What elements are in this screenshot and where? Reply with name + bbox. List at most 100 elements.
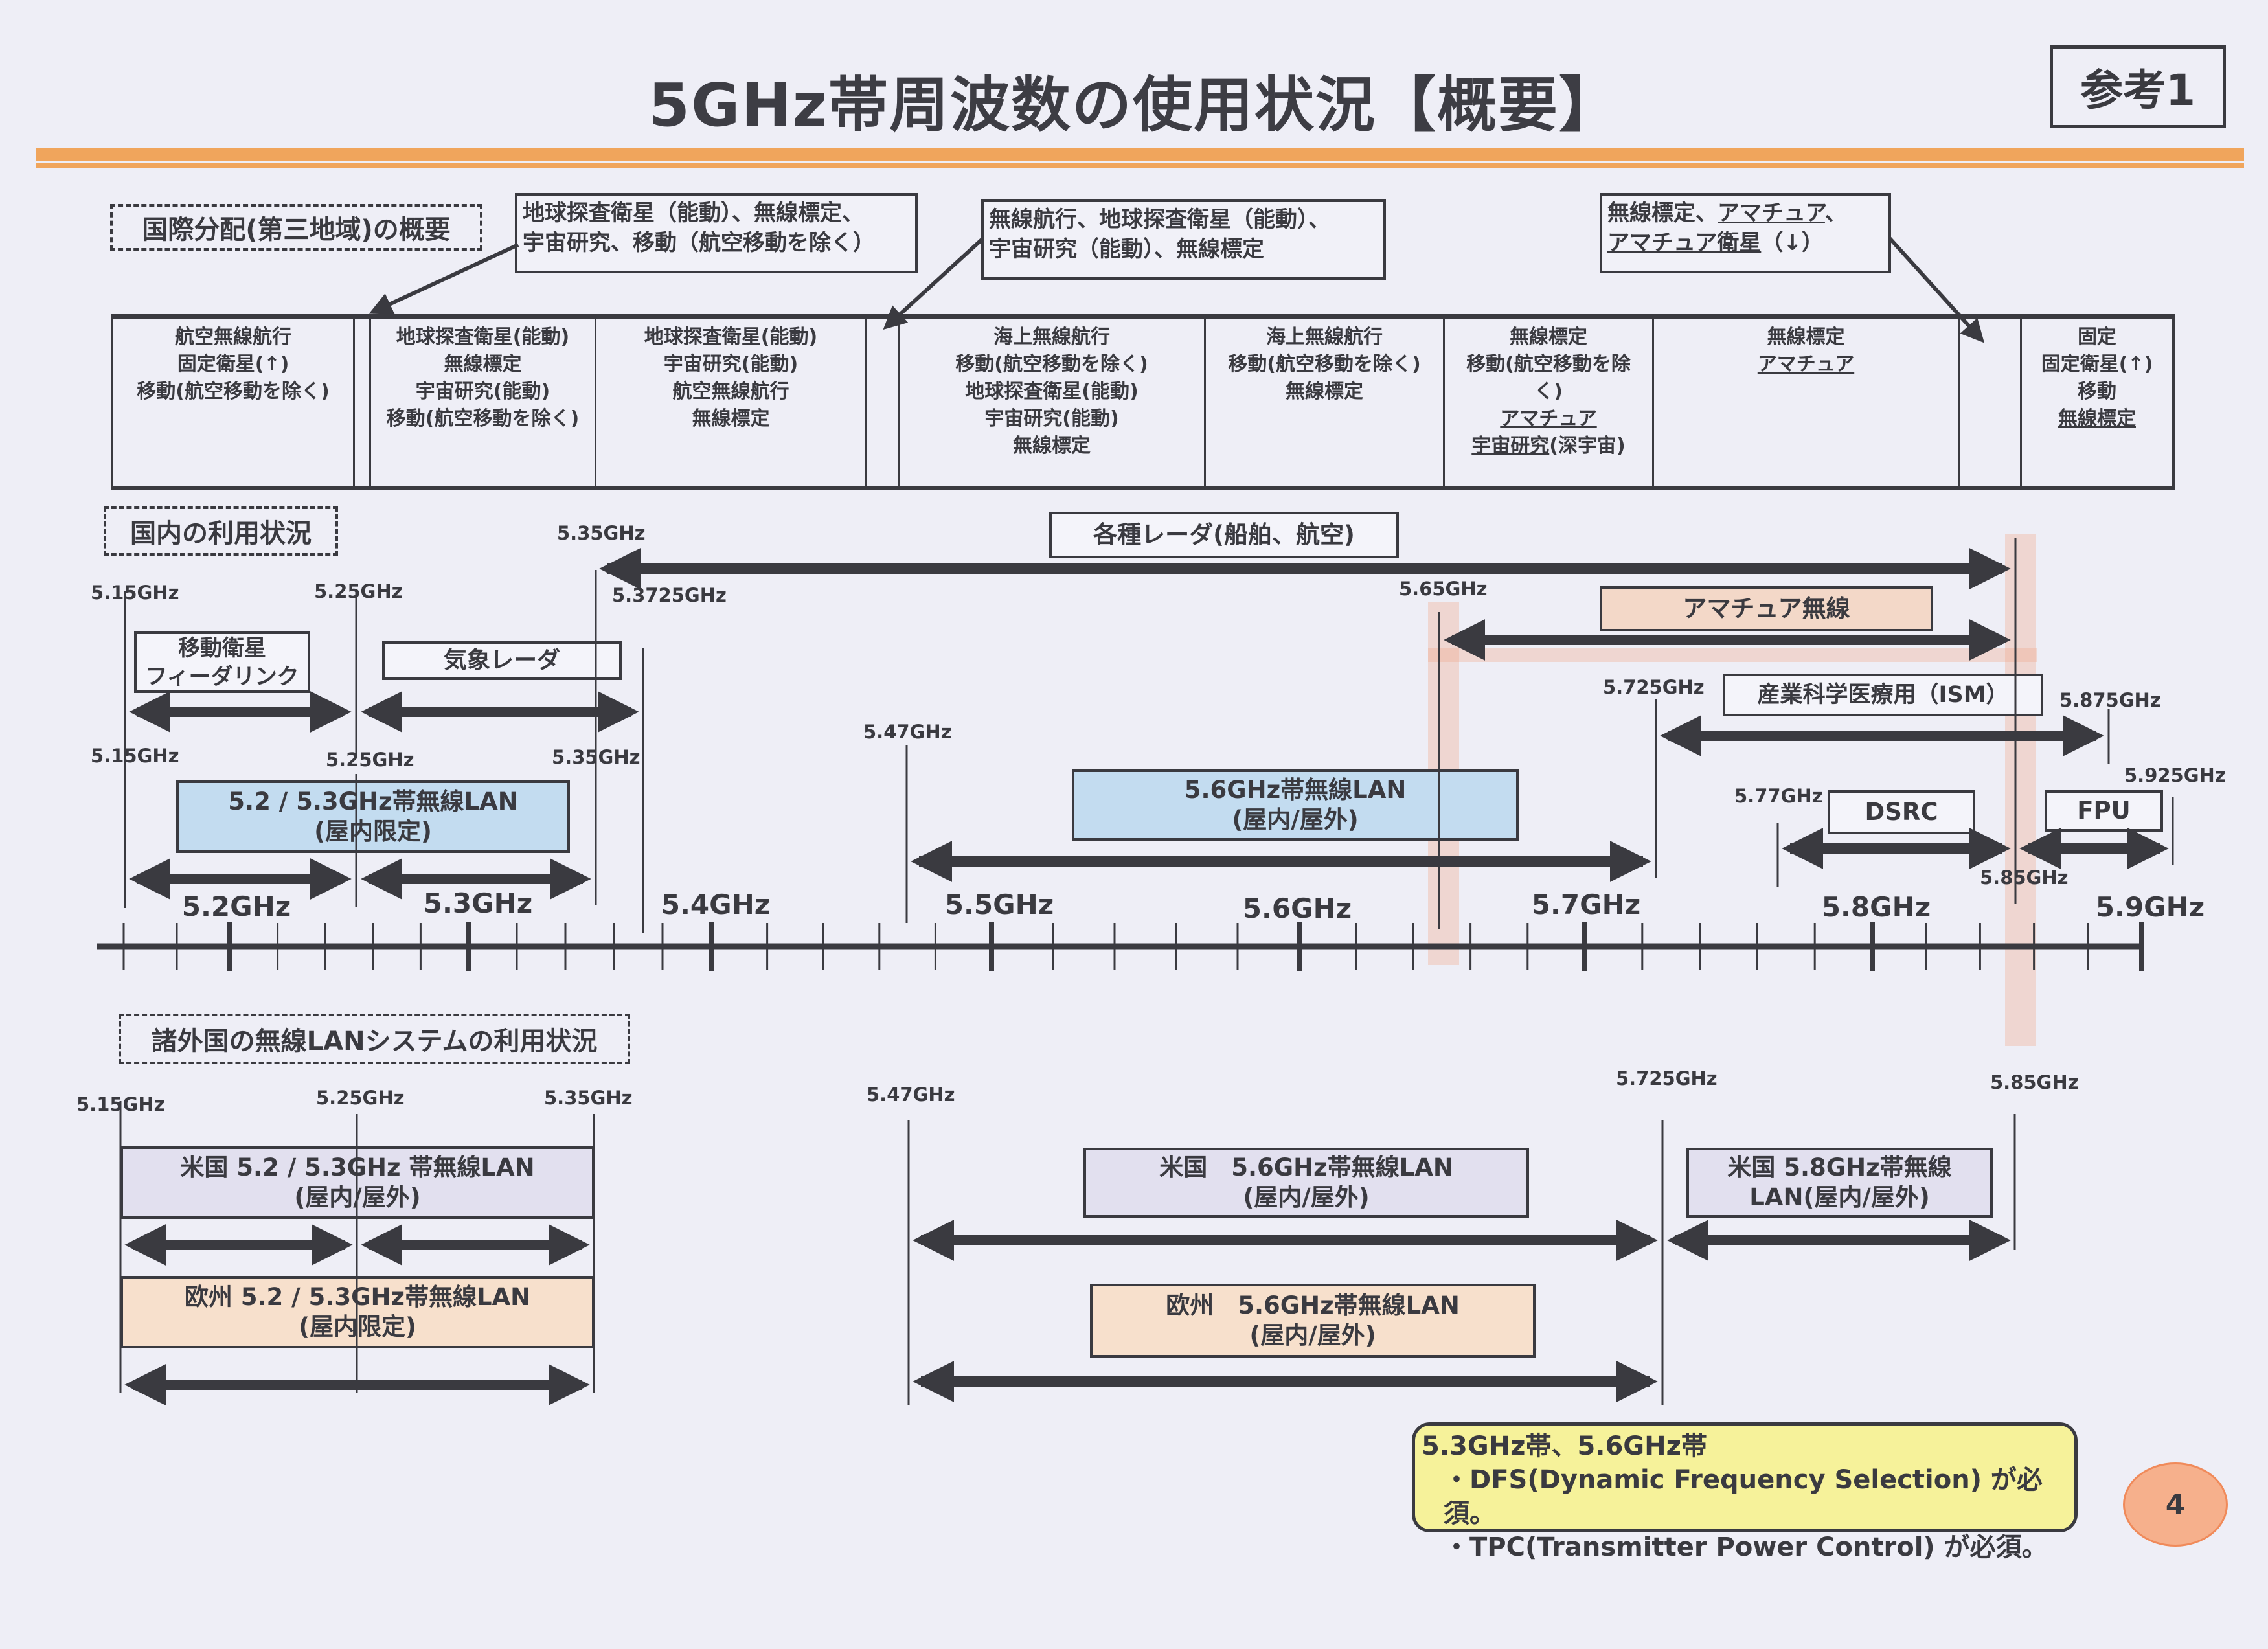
us-wlan-58-box: 米国 5.8GHz帯無線 LAN(屋内/屋外) — [1686, 1148, 1993, 1218]
eu-56-line-2: (屋内/屋外) — [1249, 1321, 1376, 1349]
us-56-line-2: (屋内/屋外) — [1243, 1183, 1370, 1211]
cell-line: 無線標定 — [1510, 326, 1587, 348]
cell-line: 移動(航空移動を除く) — [386, 407, 580, 430]
wlan52-label-line-1: 5.2 / 5.3GHz帯無線LAN — [228, 788, 518, 815]
callout-3-direction: （↓） — [1761, 230, 1824, 256]
callout-pointers — [369, 236, 1985, 343]
allocation-cell-7: 海上無線航行 移動(航空移動を除く) 無線標定 — [1206, 319, 1445, 486]
freq-label-5-875: 5.875GHz — [2059, 689, 2161, 711]
eu-56-line-1: 欧州 5.6GHz帯無線LAN — [1166, 1291, 1460, 1319]
callout-3-line-1: 無線標定、アマチュア、 — [1607, 198, 1883, 228]
allocation-cell-2 — [355, 319, 371, 486]
header-rule — [36, 148, 2244, 161]
freq-label-5-725: 5.725GHz — [1603, 676, 1705, 698]
allocation-cell-1: 航空無線航行 固定衛星(↑) 移動(航空移動を除く) — [113, 319, 355, 486]
cell-suffix-text: (深宇宙) — [1549, 435, 1626, 457]
wlan56-label-line-2: (屋内/屋外) — [1232, 806, 1359, 834]
foreign-section-label: 諸外国の無線LANシステムの利用状況 — [119, 1014, 630, 1064]
us-58-line-2: LAN(屋内/屋外) — [1749, 1183, 1930, 1211]
cell-line: 地球探査衛星(能動) — [644, 326, 818, 348]
cell-line: 無線標定 — [692, 407, 770, 430]
eu-wlan-56-box: 欧州 5.6GHz帯無線LAN (屋内/屋外) — [1090, 1284, 1536, 1358]
foreign-freq-5-47: 5.47GHz — [867, 1084, 955, 1106]
cell-line: 移動(航空移動を除く) — [137, 380, 330, 403]
dfs-tpc-note: 5.3GHz帯、5.6GHz帯 ・DFS(Dynamic Frequency S… — [1412, 1422, 2078, 1562]
frequency-axis — [97, 922, 2144, 971]
callout-pointer-2 — [883, 236, 985, 330]
cell-line: 海上無線航行 — [993, 326, 1110, 348]
allocation-table: 航空無線航行 固定衛星(↑) 移動(航空移動を除く) 地球探査衛星(能動) 無線… — [111, 314, 2175, 490]
axis-label-5-8: 5.8GHz — [1821, 891, 1931, 923]
mss-label-line-1: 移動衛星 — [178, 635, 266, 661]
foreign-freq-5-35: 5.35GHz — [544, 1087, 633, 1109]
cell-line-underlined: アマチュア — [1757, 353, 1855, 376]
callout-box-1: 地球探査衛星（能動）、無線標定、 宇宙研究、移動（航空移動を除く） — [515, 193, 918, 273]
domestic-section-label: 国内の利用状況 — [104, 506, 338, 556]
axis-label-5-7: 5.7GHz — [1531, 889, 1641, 920]
cell-line: 無線標定 — [1013, 435, 1091, 457]
cell-line: 移動(航空移動を除く) — [1228, 353, 1421, 376]
us-58-line-1: 米国 5.8GHz帯無線 — [1727, 1154, 1952, 1181]
us-wlan-56-box: 米国 5.6GHz帯無線LAN (屋内/屋外) — [1083, 1148, 1529, 1218]
callout-3-line-2: アマチュア衛星（↓） — [1607, 228, 1883, 258]
page-number-badge: 4 — [2123, 1462, 2228, 1547]
allocation-cell-8: 無線標定 移動(航空移動を除 く) アマチュア 宇宙研究(深宇宙) — [1445, 319, 1654, 486]
note-item-dfs: ・DFS(Dynamic Frequency Selection) が必須。 — [1444, 1465, 2043, 1529]
foreign-freq-5-725: 5.725GHz — [1616, 1067, 1718, 1089]
domestic-wlan-52-box: 5.2 / 5.3GHz帯無線LAN (屋内限定) — [176, 780, 570, 853]
allocation-cell-10 — [1960, 319, 2022, 486]
note-heading: 5.3GHz帯、5.6GHz帯 — [1422, 1431, 1707, 1461]
frequency-guide-lines — [119, 538, 2174, 1405]
cell-underlined-text: 宇宙研究 — [1471, 435, 1550, 457]
mss-feeder-link-box: 移動衛星 フィーダリンク — [134, 631, 310, 693]
allocation-cell-5 — [867, 319, 900, 486]
callout-pointer-1 — [369, 243, 519, 315]
cell-line: 固定衛星(↑) — [2041, 353, 2153, 376]
cell-line: 宇宙研究(能動) — [984, 407, 1119, 430]
callout-1-line-1: 地球探査衛星（能動）、無線標定、 — [523, 200, 864, 226]
freq-label-5-47: 5.47GHz — [863, 721, 952, 743]
header-rule-thin — [36, 163, 2244, 168]
cell-line: 移動(航空移動を除 — [1466, 353, 1631, 376]
cell-line: 地球探査衛星(能動) — [965, 380, 1139, 403]
cell-line: 宇宙研究(能動) — [663, 353, 799, 376]
allocation-cell-9: 無線標定 アマチュア — [1654, 319, 1960, 486]
allocation-cell-3: 地球探査衛星(能動) 無線標定 宇宙研究(能動) 移動(航空移動を除く) — [371, 319, 596, 486]
international-section-label: 国際分配(第三地域)の概要 — [110, 204, 482, 251]
cell-line-underlined: 無線標定 — [2058, 407, 2136, 430]
cell-line: 無線標定 — [1767, 326, 1845, 348]
wlan52-label-line-2: (屋内限定) — [314, 817, 432, 845]
freq-label-5-15: 5.15GHz — [91, 582, 179, 604]
cell-line: 宇宙研究(能動) — [415, 380, 550, 403]
cell-line: 海上無線航行 — [1266, 326, 1383, 348]
domestic-wlan-56-box: 5.6GHz帯無線LAN (屋内/屋外) — [1072, 769, 1519, 841]
freq-label-5-35: 5.35GHz — [557, 522, 646, 544]
callout-1-line-2: 宇宙研究、移動（航空移動を除く） — [523, 230, 875, 256]
cell-line: 固定衛星(↑) — [177, 353, 289, 376]
us-56-line-1: 米国 5.6GHz帯無線LAN — [1159, 1154, 1453, 1181]
cell-line: 固定 — [2078, 326, 2116, 348]
axis-label-5-5: 5.5GHz — [944, 889, 1054, 920]
foreign-freq-5-25: 5.25GHz — [316, 1087, 405, 1109]
freq-label-5-25: 5.25GHz — [314, 580, 403, 602]
foreign-freq-5-85: 5.85GHz — [1990, 1071, 2079, 1093]
axis-label-5-4: 5.4GHz — [661, 889, 771, 920]
wlan56-label-line-1: 5.6GHz帯無線LAN — [1184, 776, 1407, 804]
cell-line: 無線標定 — [444, 353, 522, 376]
axis-label-5-9: 5.9GHz — [2095, 891, 2205, 923]
fpu-box: FPU — [2045, 790, 2163, 832]
callout-2-line-2: 宇宙研究（能動）、無線標定 — [989, 236, 1264, 262]
freq-label-5-15-b: 5.15GHz — [91, 745, 179, 767]
allocation-cell-4: 地球探査衛星(能動) 宇宙研究(能動) 航空無線航行 無線標定 — [596, 319, 867, 486]
cell-line: 移動(航空移動を除く) — [955, 353, 1148, 376]
callout-3-comma: 、 — [1824, 200, 1847, 226]
freq-label-5-77: 5.77GHz — [1734, 785, 1823, 807]
callout-3-amateur: アマチュア — [1718, 200, 1825, 226]
page-title: 5GHz帯周波数の使用状況【概要】 — [648, 71, 1620, 140]
cell-line: 移動 — [2078, 380, 2116, 403]
axis-label-5-6: 5.6GHz — [1242, 893, 1352, 924]
callout-2-line-1: 無線航行、地球探査衛星（能動）、 — [989, 207, 1330, 233]
freq-label-5-85: 5.85GHz — [1980, 867, 2069, 889]
callout-box-3: 無線標定、アマチュア、 アマチュア衛星（↓） — [1600, 193, 1891, 273]
